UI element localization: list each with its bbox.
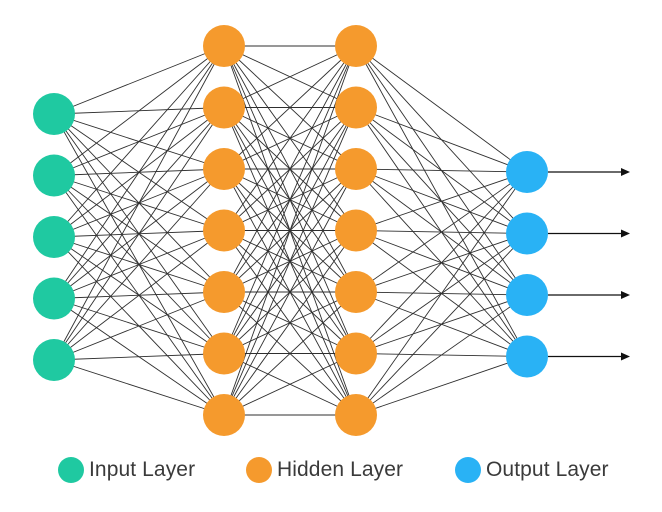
input-node <box>33 339 75 381</box>
legend-swatch-input <box>58 457 84 483</box>
legend: Input Layer Hidden Layer Output Layer <box>0 453 662 487</box>
nodes-group <box>33 25 548 436</box>
connection-line <box>355 294 528 416</box>
connection-line <box>223 45 357 354</box>
output-node <box>506 335 548 378</box>
input-node <box>33 277 75 320</box>
connection-line <box>223 45 357 293</box>
output-arrow <box>548 291 630 299</box>
hidden-node <box>335 148 377 190</box>
connection-line <box>355 107 528 173</box>
legend-item-hidden: Hidden Layer <box>246 453 403 487</box>
input-node <box>33 154 75 197</box>
connection-line <box>223 230 357 416</box>
connection-line <box>355 356 528 416</box>
hidden-node <box>203 148 245 190</box>
connection-line <box>355 171 528 416</box>
output-node <box>506 151 548 193</box>
connection-line <box>53 45 225 176</box>
legend-label-input: Input Layer <box>89 458 196 481</box>
connections-group <box>53 45 528 416</box>
legend-item-input: Input Layer <box>58 453 195 487</box>
input-node <box>33 216 75 258</box>
connection-line <box>223 45 357 108</box>
hidden-node <box>335 209 377 252</box>
connection-line <box>223 168 357 416</box>
connection-line <box>355 168 528 173</box>
connection-line <box>53 291 225 361</box>
hidden-node <box>335 394 377 436</box>
connection-line <box>355 171 528 293</box>
connection-line <box>223 291 357 416</box>
output-node <box>506 212 548 255</box>
connection-line <box>355 171 528 231</box>
connection-line <box>53 359 225 416</box>
output-arrows-group <box>548 168 630 361</box>
hidden-node <box>335 271 377 313</box>
connection-line <box>355 171 528 354</box>
hidden-node <box>335 25 377 67</box>
connection-line <box>223 107 357 416</box>
connection-line <box>53 45 225 299</box>
connection-line <box>53 45 225 115</box>
connection-line <box>53 45 225 361</box>
connection-line <box>53 107 225 361</box>
connection-line <box>223 45 357 170</box>
hidden-node <box>203 271 245 313</box>
hidden-node <box>203 209 245 252</box>
connection-line <box>223 45 357 416</box>
connection-line <box>223 353 357 416</box>
hidden-node <box>335 86 377 129</box>
legend-swatch-hidden <box>246 457 272 483</box>
hidden-node <box>203 332 245 375</box>
legend-item-output: Output Layer <box>455 453 609 487</box>
connection-line <box>53 353 225 361</box>
output-arrow <box>548 229 630 238</box>
legend-label-hidden: Hidden Layer <box>277 458 404 481</box>
hidden-node <box>203 25 245 67</box>
connection-line <box>53 168 225 361</box>
connection-line <box>53 230 225 361</box>
output-arrow <box>548 168 630 176</box>
hidden-node <box>335 332 377 375</box>
hidden-node <box>203 394 245 436</box>
connection-line <box>223 45 357 231</box>
connection-line <box>355 233 528 416</box>
hidden-node <box>203 86 245 129</box>
connection-line <box>355 45 528 173</box>
legend-swatch-output <box>455 457 481 483</box>
connection-line <box>53 45 225 238</box>
input-node <box>33 93 75 135</box>
legend-label-output: Output Layer <box>486 458 609 481</box>
output-node <box>506 274 548 316</box>
output-arrow <box>548 352 630 361</box>
